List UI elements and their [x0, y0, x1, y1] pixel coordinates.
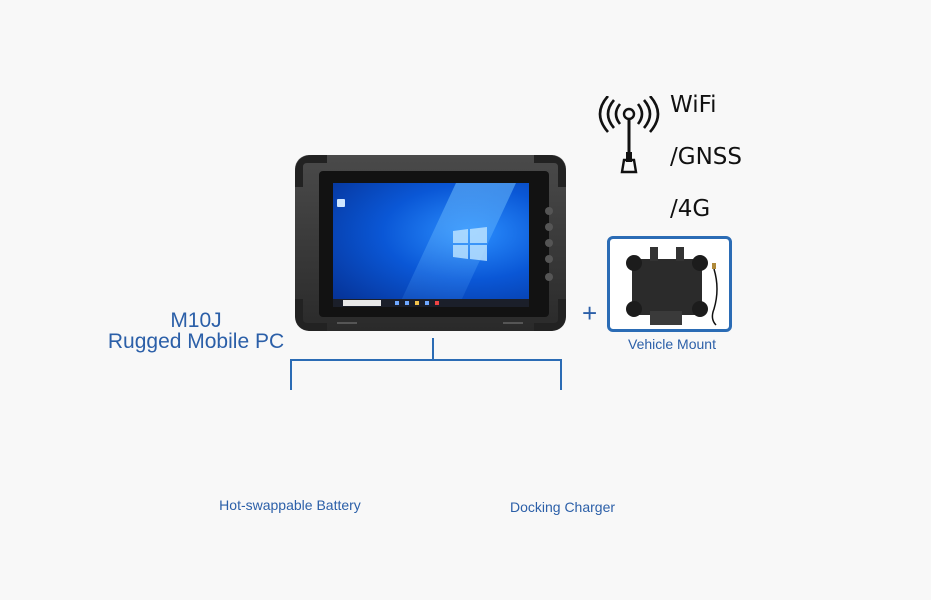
product-model: M10J [170, 309, 222, 332]
connectivity-4g: /4G [670, 196, 711, 222]
charger-label: Docking Charger [509, 499, 616, 515]
desktop-recycle-bin-icon [337, 199, 345, 207]
accessory-bracket [290, 338, 562, 390]
vehicle-mount-icon [626, 247, 718, 326]
taskbar-search [343, 300, 381, 306]
windows-logo-icon [453, 227, 487, 261]
connectivity-label: WiFi /GNSS /4G [670, 66, 742, 248]
plus-symbol: + [582, 298, 598, 328]
product-description: Rugged Mobile PC [107, 330, 285, 353]
antenna-signal-icon [598, 96, 660, 174]
vehicle-mount-label: Vehicle Mount [628, 336, 716, 352]
connectivity-wifi: WiFi [670, 92, 717, 118]
product-label: M10J Rugged Mobile PC [100, 310, 292, 352]
taskbar [333, 299, 529, 307]
connectivity-gnss: /GNSS [670, 144, 742, 170]
tablet-screen [333, 183, 529, 307]
vehicle-mount-image [607, 236, 732, 332]
battery-label: Hot-swappable Battery [219, 497, 361, 513]
